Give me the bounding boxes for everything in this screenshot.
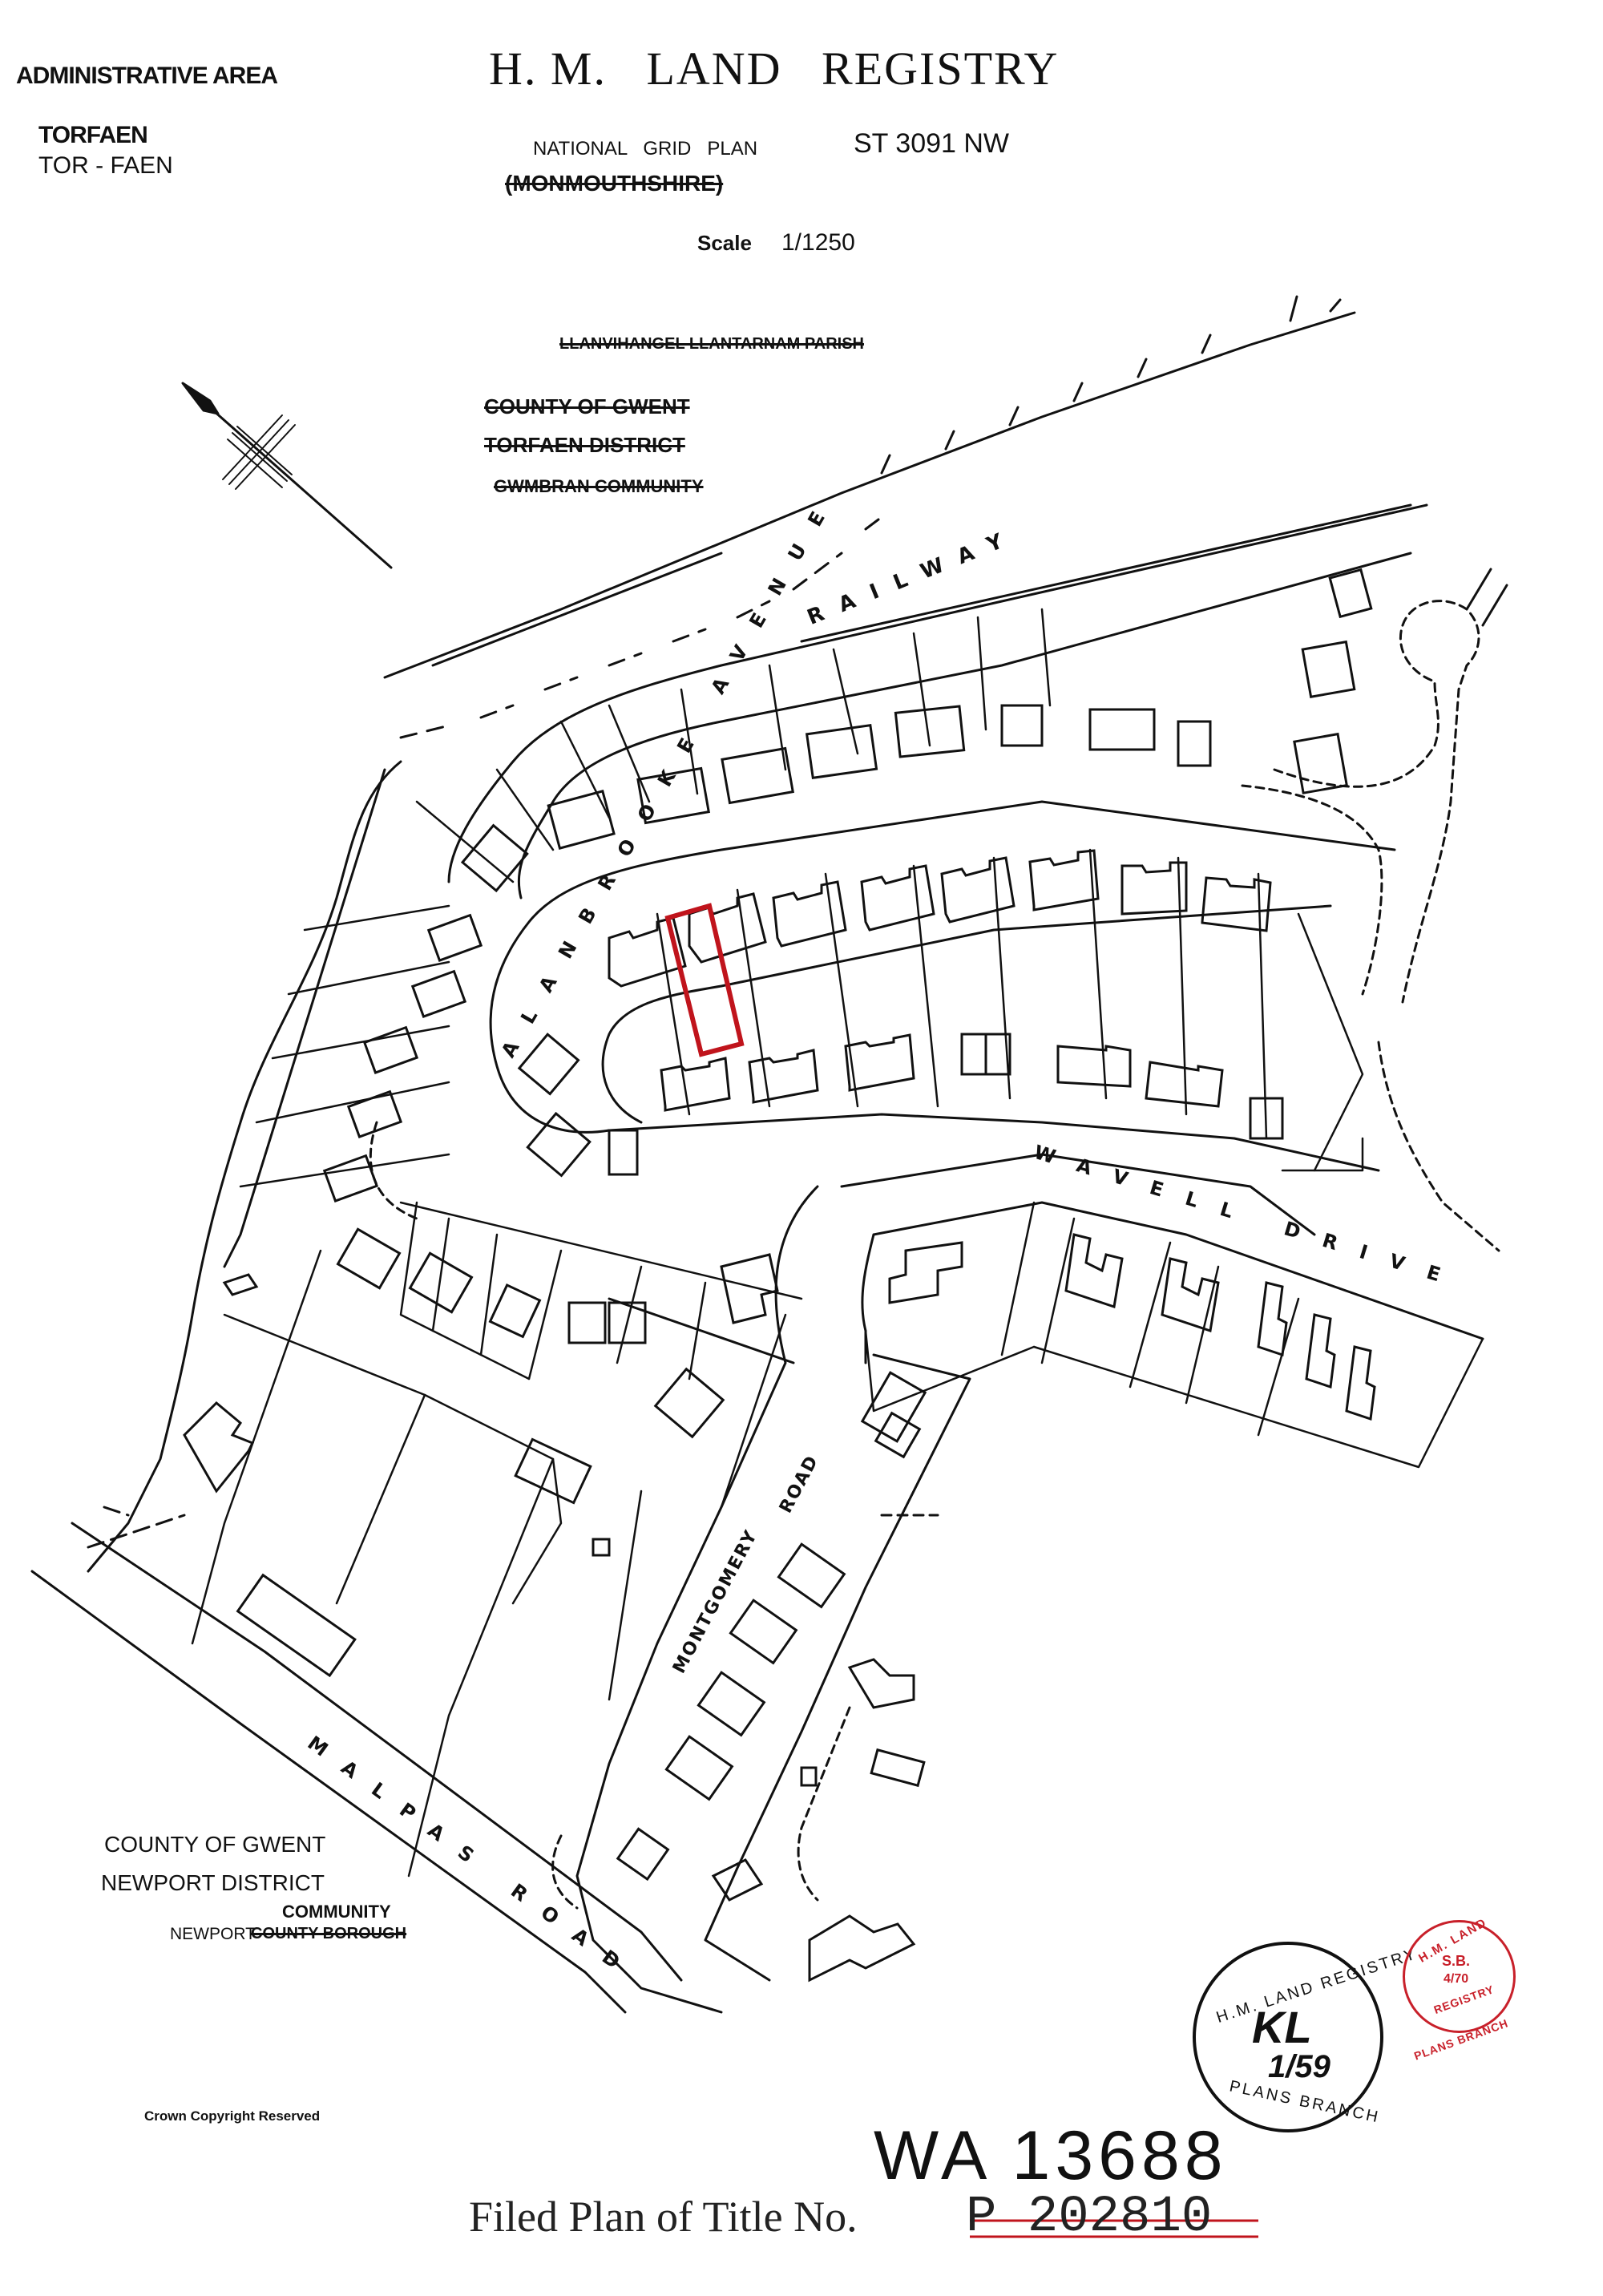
old-title-number: P 202810 xyxy=(966,2189,1213,2246)
grid-plan-reference: ST 3091 NW xyxy=(854,128,1010,159)
scale-label: Scale xyxy=(697,231,752,255)
struck-county-label: COUNTY OF GWENT xyxy=(484,394,690,418)
scale-value: 1/1250 xyxy=(781,229,855,256)
wavell-drive xyxy=(840,1153,1316,1236)
struck-parish-label: LLANVIHANGEL LLANTARNAM PARISH xyxy=(559,335,864,353)
page-title: H. M. LAND REGISTRY xyxy=(489,42,1060,95)
highlighted-plot xyxy=(664,903,745,1057)
admin-area-label: ADMINISTRATIVE AREA xyxy=(16,63,278,89)
buildings xyxy=(183,568,1376,1983)
black-registry-stamp: H.M. LAND REGISTRY KL 1/59 PLANS BRANCH xyxy=(1193,1942,1419,2132)
alanbrooke-avenue xyxy=(447,503,1428,883)
grid-plan-label: NATIONAL GRID PLAN xyxy=(533,138,758,160)
struck-district-label: TORFAEN DISTRICT xyxy=(484,433,685,457)
red-stamp-initials: S.B. xyxy=(1442,1953,1471,1969)
copyright-notice: Crown Copyright Reserved xyxy=(144,2108,321,2124)
title-number: WA 13688 xyxy=(874,2117,1228,2194)
struck-community-label: GWMBRAN COMMUNITY xyxy=(494,476,704,496)
community-label: COMMUNITY xyxy=(282,1902,391,1922)
malpas-road xyxy=(71,1522,683,1982)
red-registry-stamp: H.M. LAND S.B. 4/70 REGISTRY PLANS BRANC… xyxy=(1403,1915,1516,2063)
struck-borough-label: COUNTY BOROUGH xyxy=(251,1925,407,1942)
western-boundary xyxy=(87,760,402,1573)
filed-plan-label: Filed Plan of Title No. xyxy=(469,2193,858,2241)
county-label: COUNTY OF GWENT xyxy=(104,1832,326,1857)
black-stamp-initials: KL xyxy=(1252,2002,1312,2052)
red-stamp-date: 4/70 xyxy=(1444,1972,1469,1986)
admin-area-name-welsh: TOR - FAEN xyxy=(38,152,173,179)
north-arrow-icon xyxy=(181,382,393,569)
black-stamp-date: 1/59 xyxy=(1268,2049,1330,2084)
red-stamp-middle-text: REGISTRY xyxy=(1431,1982,1496,2017)
old-county-struck: (MONMOUTHSHIRE) xyxy=(505,171,724,196)
montgomery-road xyxy=(575,1185,819,2014)
railway-boundary xyxy=(383,295,1412,739)
admin-area-name: TORFAEN xyxy=(38,122,148,148)
district-label: NEWPORT DISTRICT xyxy=(101,1870,325,1895)
community-prefix-label: NEWPORT xyxy=(170,1925,256,1943)
